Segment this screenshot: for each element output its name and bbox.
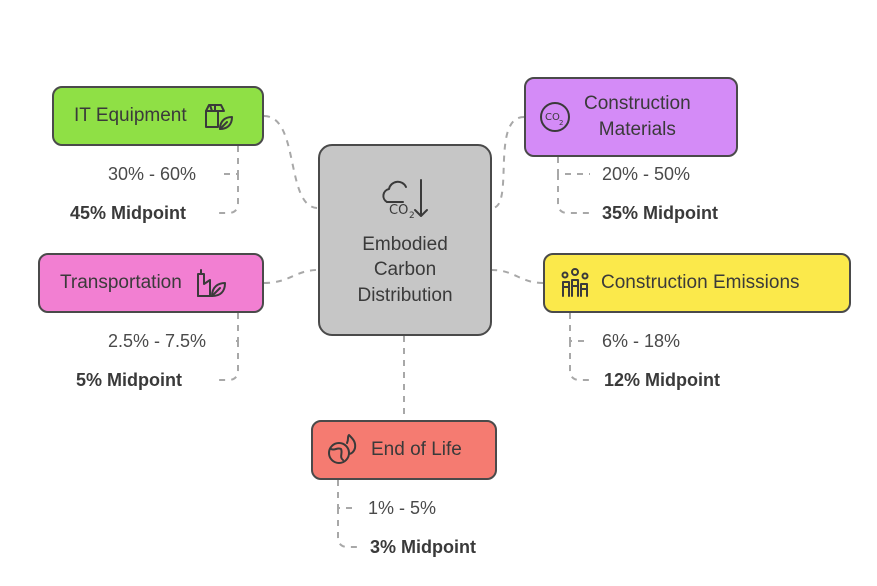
connector-ce — [491, 269, 544, 284]
svg-text:2: 2 — [559, 119, 563, 127]
svg-text:CO: CO — [389, 203, 408, 218]
connector-cm-mid — [557, 174, 590, 214]
connector-tr-mid — [215, 341, 239, 381]
cm-range: 20% - 50% — [602, 164, 691, 184]
it-midpoint: 45% Midpoint — [70, 203, 186, 223]
connector-cm — [491, 116, 525, 209]
node-transportation: Transportation — [38, 253, 264, 313]
center-node: CO 2 Embodied Carbon Distribution — [318, 144, 492, 336]
connector-it-mid — [218, 174, 239, 214]
cm-midpoint: 35% Midpoint — [602, 203, 718, 223]
factory-leaf-icon — [194, 266, 228, 300]
node-construction-emissions: Construction Emissions — [543, 253, 851, 313]
it-range: 30% - 60% — [108, 164, 197, 184]
node-it-label: IT Equipment — [74, 105, 187, 127]
node-cm-label: Construction Materials — [584, 93, 691, 140]
ce-midpoint: 12% Midpoint — [604, 370, 720, 390]
connector-ce-mid — [569, 341, 592, 381]
tr-midpoint: 5% Midpoint — [76, 370, 182, 390]
center-title: Embodied Carbon Distribution — [357, 233, 453, 306]
connector-tr — [263, 269, 319, 284]
ce-range: 6% - 18% — [602, 331, 681, 351]
svg-text:2: 2 — [409, 211, 415, 221]
tr-range: 2.5% - 7.5% — [108, 331, 207, 351]
smokestacks-icon — [557, 266, 591, 300]
co2-circle-icon: CO 2 — [538, 100, 572, 134]
connector-eol-range — [337, 480, 358, 509]
node-eol-label: End of Life — [371, 439, 462, 461]
connector-ce-range — [569, 313, 590, 342]
connector-tr-range — [230, 313, 239, 342]
connector-it — [263, 115, 319, 209]
connector-eol-mid — [337, 508, 360, 548]
node-it-equipment: IT Equipment — [52, 86, 264, 146]
node-construction-materials: CO 2 Construction Materials — [524, 77, 738, 157]
node-ce-label: Construction Emissions — [601, 272, 800, 294]
box-leaf-icon — [201, 99, 235, 133]
eol-midpoint: 3% Midpoint — [370, 537, 476, 557]
connector-cm-range — [557, 157, 590, 175]
node-tr-label: Transportation — [60, 272, 182, 294]
eol-range: 1% - 5% — [368, 498, 437, 518]
co2-down-arrow-icon: CO 2 — [379, 172, 431, 224]
burning-globe-icon — [325, 433, 359, 467]
connector-it-range — [218, 146, 239, 175]
node-end-of-life: End of Life — [311, 420, 497, 480]
svg-text:CO: CO — [545, 112, 560, 123]
